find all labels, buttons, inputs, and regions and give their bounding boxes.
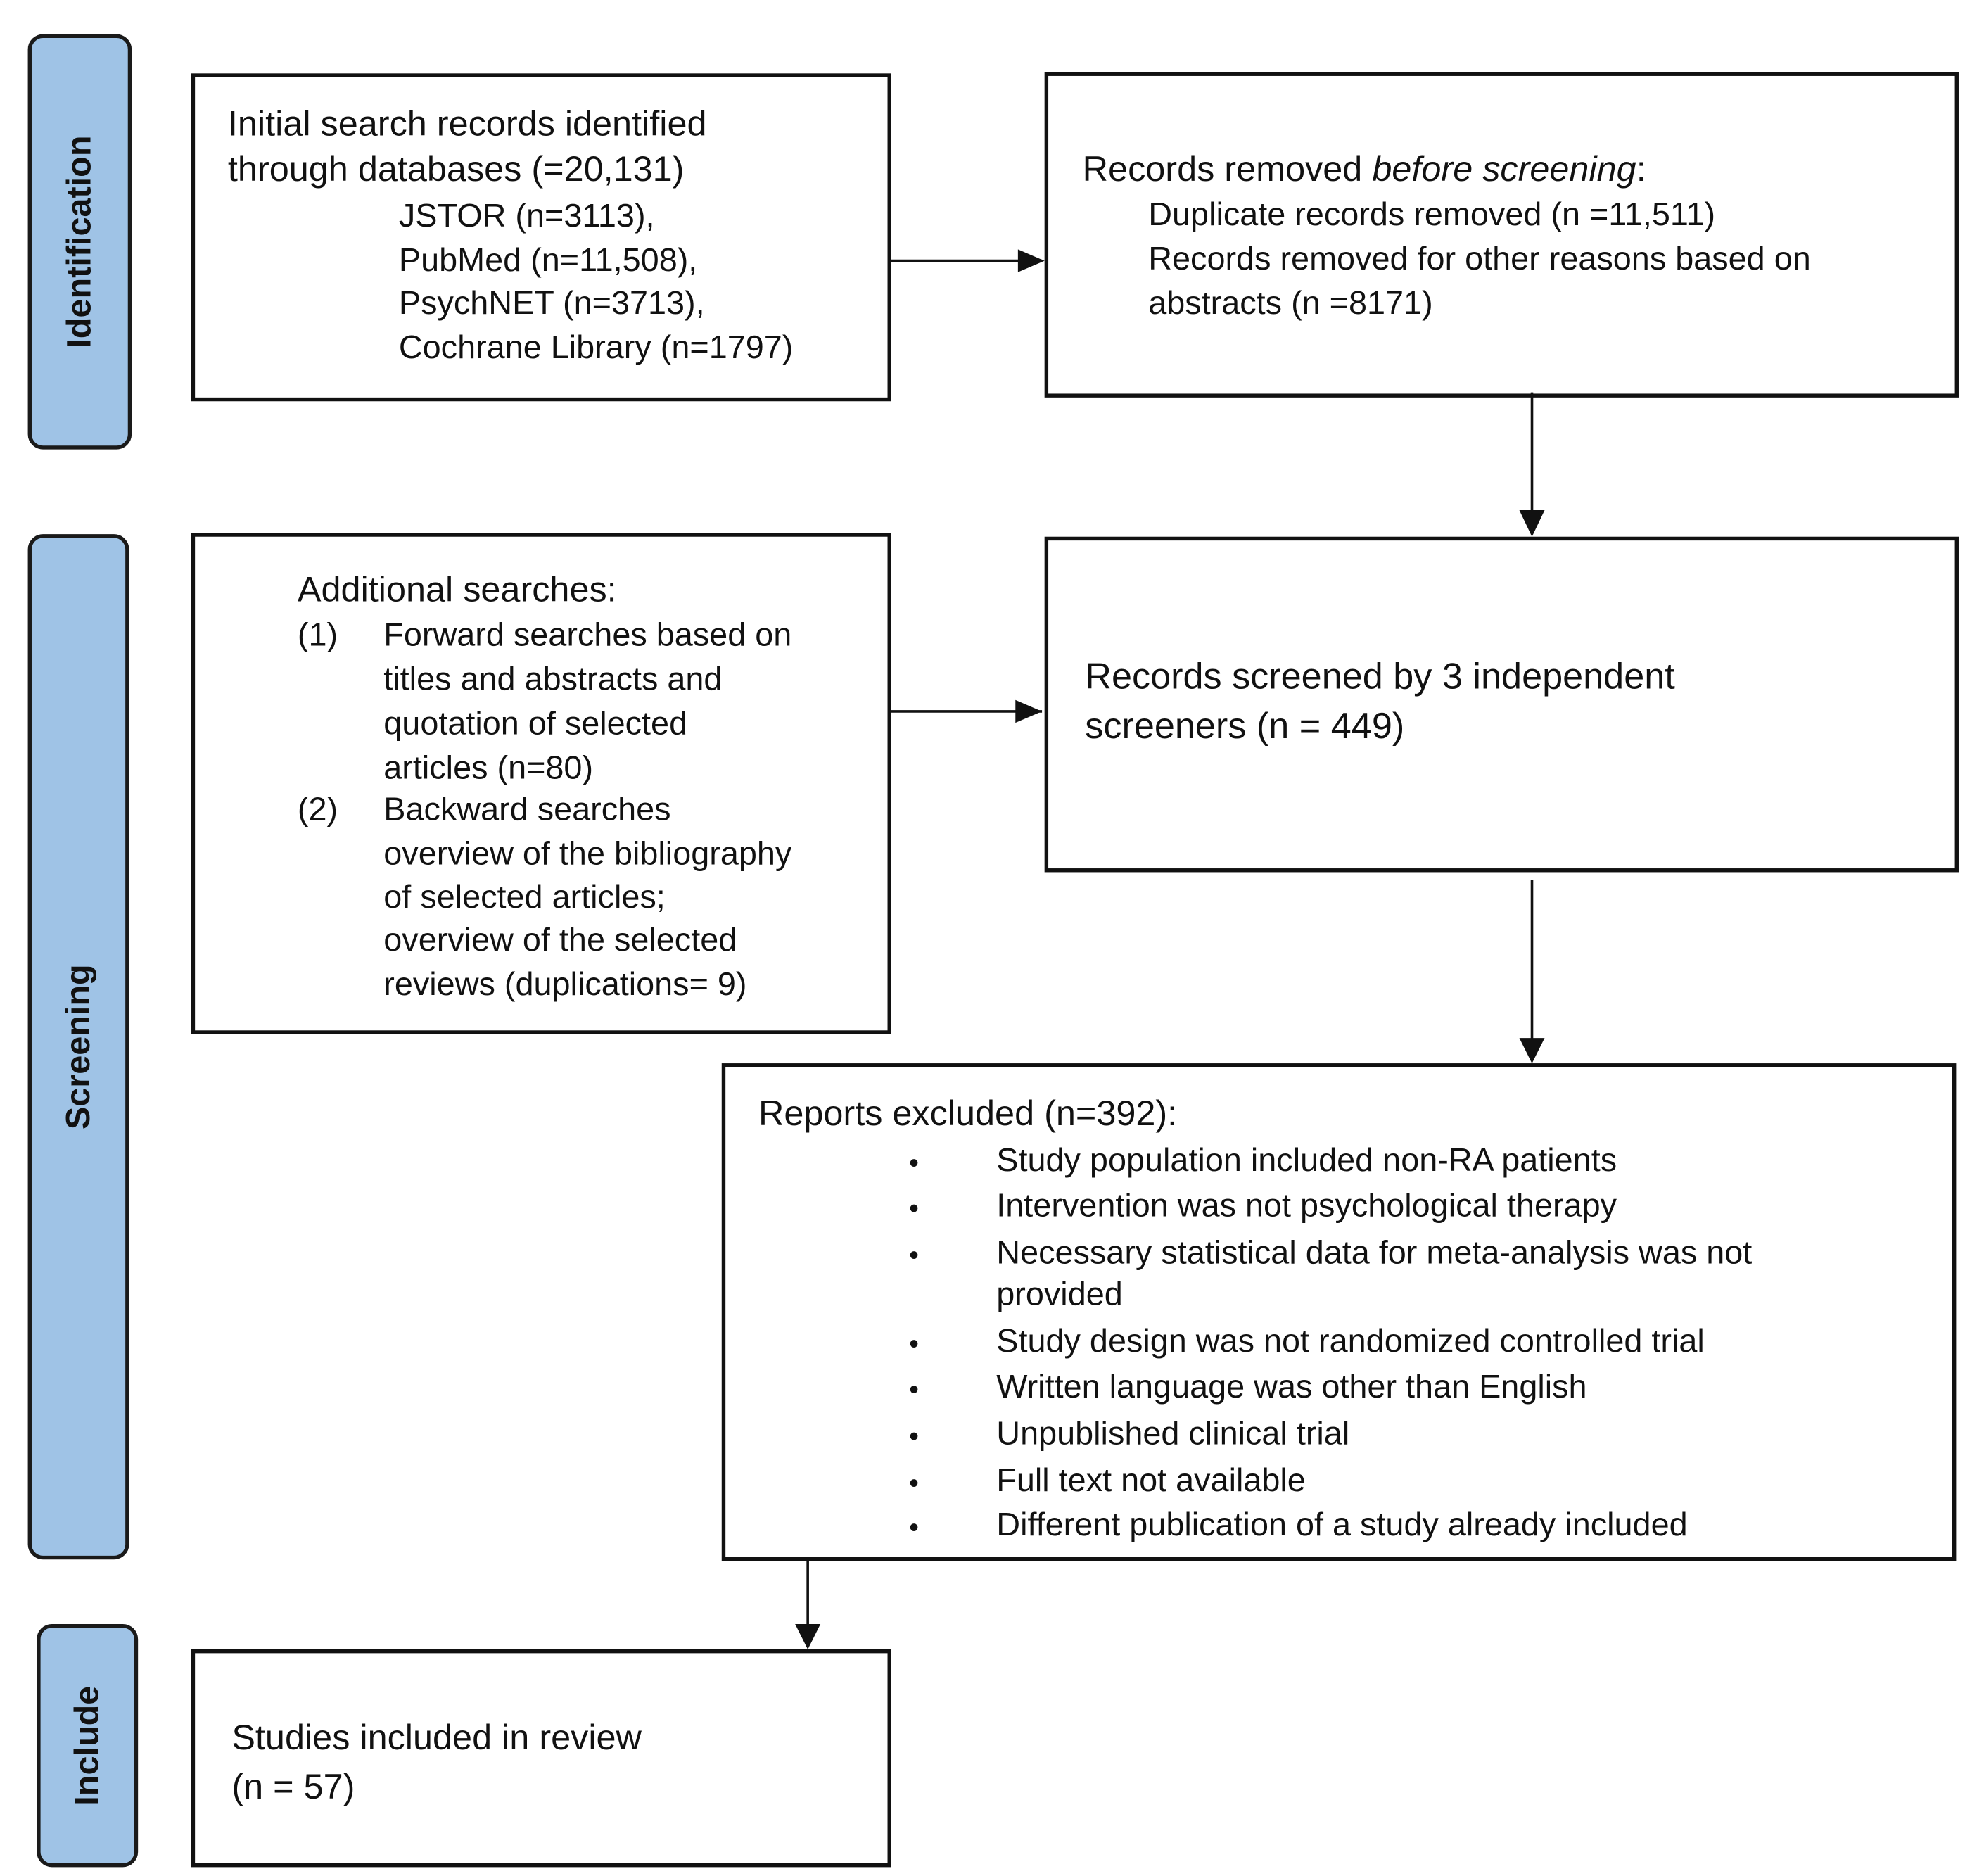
removed-line-3: abstracts (n =8171) bbox=[1148, 283, 1433, 322]
additional-item2-line: overview of the bibliography bbox=[383, 834, 792, 873]
additional-item2-line: of selected articles; bbox=[383, 877, 666, 915]
screened-box bbox=[1044, 536, 1959, 873]
bullet-icon: • bbox=[909, 1373, 919, 1405]
excluded-reason: Study population included non-RA patient… bbox=[996, 1140, 1617, 1179]
bullet-icon: • bbox=[909, 1420, 919, 1452]
excluded-reason: Different publication of a study already… bbox=[996, 1504, 1688, 1543]
phase-identification: Identification bbox=[27, 34, 132, 450]
identification-line-2: through databases (=20,131) bbox=[227, 149, 685, 189]
removed-box bbox=[1044, 72, 1959, 398]
removed-line-2: Records removed for other reasons based … bbox=[1148, 239, 1811, 277]
phase-include: Include bbox=[37, 1623, 139, 1868]
source-psychnet: PsychNET (n=3713), bbox=[398, 283, 705, 322]
additional-item1-num: (1) bbox=[297, 615, 338, 654]
removed-heading-emph: before screening bbox=[1372, 149, 1636, 189]
excluded-reason: Intervention was not psychological thera… bbox=[996, 1186, 1617, 1224]
arrowhead bbox=[1519, 509, 1545, 537]
bullet-icon: • bbox=[909, 1466, 919, 1499]
source-jstor: JSTOR (n=3113), bbox=[398, 196, 655, 234]
arrowhead bbox=[1519, 1038, 1545, 1064]
source-pubmed: PubMed (n=11,508), bbox=[398, 240, 698, 279]
removed-line-1: Duplicate records removed (n =11,511) bbox=[1148, 195, 1716, 233]
arrowhead bbox=[795, 1623, 821, 1649]
additional-item1-line: articles (n=80) bbox=[383, 748, 594, 787]
excluded-box bbox=[721, 1063, 1957, 1561]
arrowhead bbox=[1015, 699, 1043, 723]
excluded-reason: Study design was not randomized controll… bbox=[996, 1322, 1705, 1360]
bullet-icon: • bbox=[909, 1192, 919, 1224]
removed-heading-suffix: : bbox=[1636, 149, 1646, 189]
additional-heading: Additional searches: bbox=[297, 569, 617, 609]
additional-item2-line: Backward searches bbox=[383, 790, 671, 828]
bullet-icon: • bbox=[909, 1146, 919, 1179]
included-line-2: (n = 57) bbox=[231, 1767, 355, 1807]
additional-item1-line: quotation of selected bbox=[383, 704, 688, 742]
excluded-reason: Unpublished clinical trial bbox=[996, 1414, 1350, 1452]
removed-heading: Records removed before screening: bbox=[1083, 147, 1646, 191]
source-cochrane: Cochrane Library (n=1797) bbox=[398, 327, 794, 366]
additional-searches-box bbox=[191, 533, 891, 1034]
excluded-heading: Reports excluded (n=392): bbox=[758, 1094, 1178, 1134]
additional-item2-line: overview of the selected bbox=[383, 920, 737, 958]
additional-item1-line: Forward searches based on bbox=[383, 615, 792, 654]
screened-line-2: screeners (n = 449) bbox=[1085, 706, 1405, 747]
excluded-reason: Full text not available bbox=[996, 1460, 1306, 1499]
identification-box bbox=[191, 73, 891, 402]
additional-item2-line: reviews (duplications= 9) bbox=[383, 964, 747, 1003]
additional-item1-line: titles and abstracts and bbox=[383, 659, 723, 698]
excluded-reason-continued: provided bbox=[996, 1274, 1123, 1313]
bullet-icon: • bbox=[909, 1511, 919, 1543]
bullet-icon: • bbox=[909, 1328, 919, 1360]
screened-line-1: Records screened by 3 independent bbox=[1085, 657, 1675, 698]
identification-line-1: Initial search records identified bbox=[227, 103, 707, 144]
included-line-1: Studies included in review bbox=[231, 1718, 642, 1757]
excluded-reason: Necessary statistical data for meta-anal… bbox=[996, 1233, 1753, 1272]
arrowhead bbox=[1017, 249, 1045, 272]
additional-item2-num: (2) bbox=[297, 790, 338, 828]
removed-heading-prefix: Records removed bbox=[1082, 149, 1373, 189]
included-box bbox=[191, 1649, 891, 1868]
excluded-reason: Written language was other than English bbox=[996, 1367, 1587, 1405]
bullet-icon: • bbox=[909, 1239, 919, 1272]
phase-screening: Screening bbox=[27, 534, 129, 1560]
